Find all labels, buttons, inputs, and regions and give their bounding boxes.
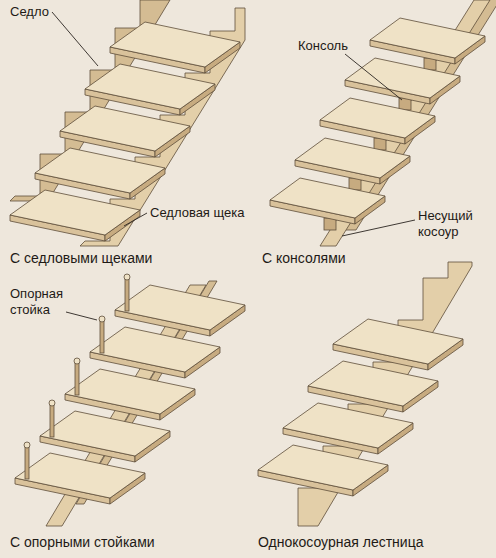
tread — [65, 369, 195, 420]
tread — [283, 403, 413, 454]
tread — [35, 148, 165, 199]
tread — [115, 285, 245, 336]
tread — [110, 22, 240, 73]
caption-text: С опорными стойками — [10, 534, 155, 551]
tread — [370, 18, 485, 64]
tread — [60, 106, 190, 157]
tread — [90, 327, 220, 378]
leader-line — [345, 54, 402, 100]
saddle-stair — [10, 0, 245, 246]
tread — [345, 58, 460, 104]
support-post — [124, 274, 130, 311]
part-label: Несущий косоур — [418, 208, 482, 240]
tread — [40, 411, 170, 462]
support-post — [49, 400, 55, 437]
console-stair — [270, 0, 496, 246]
part-label: Консоль — [298, 38, 348, 54]
part-label: Опорная стойка — [10, 286, 74, 318]
leader-line — [52, 12, 98, 66]
leader-line — [66, 312, 97, 320]
support-post — [24, 442, 30, 479]
support-post — [74, 358, 80, 395]
tread — [270, 178, 385, 224]
tread — [85, 64, 215, 115]
single-stringer-stair — [258, 262, 472, 526]
caption-text: С консолями — [262, 250, 346, 267]
tread — [15, 453, 145, 504]
leader-line — [124, 213, 147, 226]
caption-text: С седловыми щеками — [10, 250, 152, 267]
leader-line — [342, 220, 415, 236]
part-label: Седловая щека — [150, 205, 245, 221]
support-post — [99, 316, 105, 353]
caption-text: Однокосоурная лестница — [258, 534, 423, 551]
tread — [333, 319, 463, 370]
tread — [258, 445, 388, 496]
tread — [320, 98, 435, 144]
tread — [295, 138, 410, 184]
tread — [10, 190, 140, 241]
tread — [308, 361, 438, 412]
part-label: Седло — [10, 4, 49, 20]
